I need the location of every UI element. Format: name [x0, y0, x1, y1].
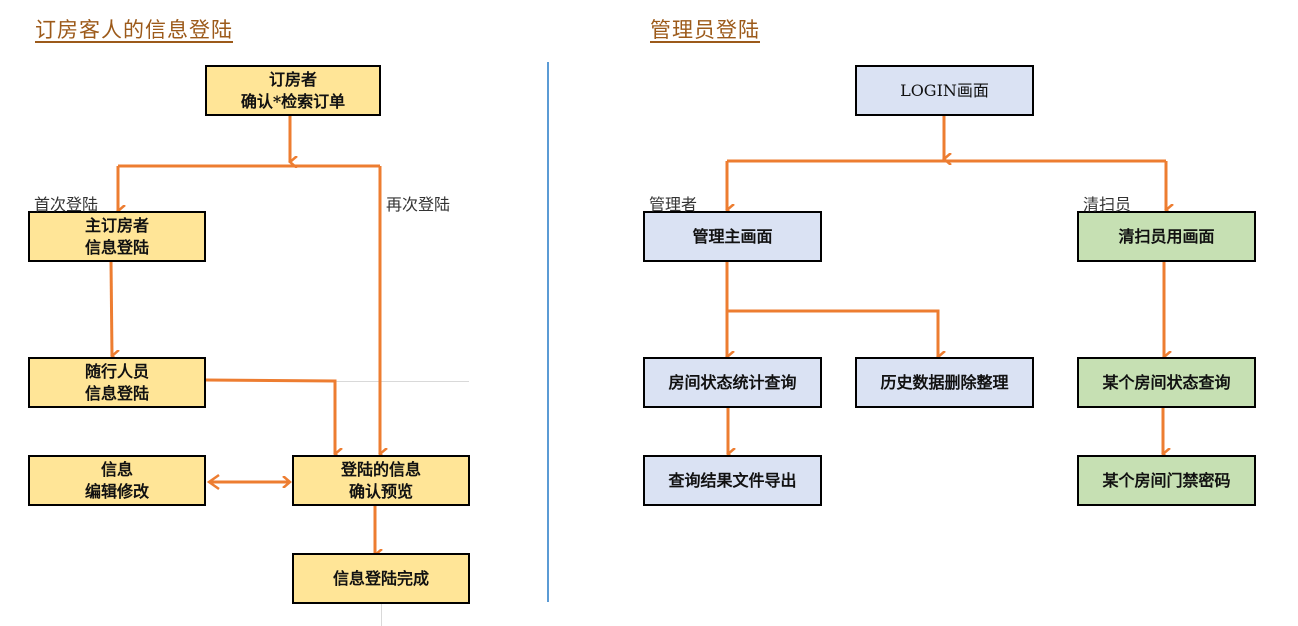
edge-label-admin: 管理者: [649, 195, 698, 214]
node-cleaner-main[interactable]: 清扫员用画面: [1077, 211, 1256, 262]
node-confirm[interactable]: 登陆的信息 确认预览: [292, 455, 470, 506]
node-door-code-label: 某个房间门禁密码: [1102, 470, 1231, 490]
node-main-booker-line1: 主订房者: [84, 215, 149, 235]
node-companions-line1: 随行人员: [84, 361, 149, 381]
node-confirm-line2: 确认预览: [348, 481, 413, 501]
node-door-code[interactable]: 某个房间门禁密码: [1077, 455, 1256, 506]
node-complete[interactable]: 信息登陆完成: [292, 553, 470, 604]
node-room-status-label: 某个房间状态查询: [1102, 372, 1231, 392]
node-booker-line1: 订房者: [268, 69, 317, 89]
node-booker[interactable]: 订房者 确认*检索订单: [205, 65, 381, 116]
edge-label-first-login: 首次登陆: [34, 195, 99, 214]
node-admin-main[interactable]: 管理主画面: [643, 211, 822, 262]
node-main-booker-line2: 信息登陆: [84, 237, 149, 257]
arrow-edit-confirm-left-head: [206, 473, 220, 491]
admin-section-title: 管理员登陆: [650, 18, 760, 42]
faint-guide-line: [381, 603, 382, 626]
node-export[interactable]: 查询结果文件导出: [643, 455, 822, 506]
node-admin-main-label: 管理主画面: [692, 226, 773, 246]
edge-label-cleaner: 清扫员: [1083, 195, 1132, 214]
edge-label-second-login: 再次登陆: [386, 195, 451, 214]
node-room-status[interactable]: 某个房间状态查询: [1077, 357, 1256, 408]
node-history-cleanup[interactable]: 历史数据删除整理: [855, 357, 1034, 408]
node-main-booker[interactable]: 主订房者 信息登陆: [28, 211, 206, 262]
node-edit[interactable]: 信息 编辑修改: [28, 455, 206, 506]
node-history-cleanup-label: 历史数据删除整理: [880, 372, 1009, 392]
node-companions[interactable]: 随行人员 信息登陆: [28, 357, 206, 408]
node-edit-line1: 信息: [100, 459, 133, 479]
node-confirm-line1: 登陆的信息: [340, 459, 421, 479]
arrow-companions-to-confirm: [205, 378, 335, 454]
node-login[interactable]: LOGIN画面: [855, 65, 1034, 116]
arrow-main-to-companions: [109, 260, 112, 356]
node-companions-line2: 信息登陆: [84, 383, 149, 403]
node-booker-line2: 确认*检索订单: [240, 91, 346, 111]
node-room-stats[interactable]: 房间状态统计查询: [643, 357, 822, 408]
faint-guide-line: [336, 381, 469, 382]
arrow-admin-to-history: [727, 309, 938, 357]
node-edit-line2: 编辑修改: [84, 481, 149, 501]
node-export-label: 查询结果文件导出: [668, 470, 797, 490]
node-room-stats-label: 房间状态统计查询: [668, 372, 797, 392]
guest-section-title: 订房客人的信息登陆: [35, 18, 233, 42]
node-complete-label: 信息登陆完成: [332, 568, 429, 588]
node-cleaner-main-label: 清扫员用画面: [1118, 226, 1215, 246]
node-login-label: LOGIN画面: [900, 80, 989, 100]
section-divider: [547, 62, 549, 602]
